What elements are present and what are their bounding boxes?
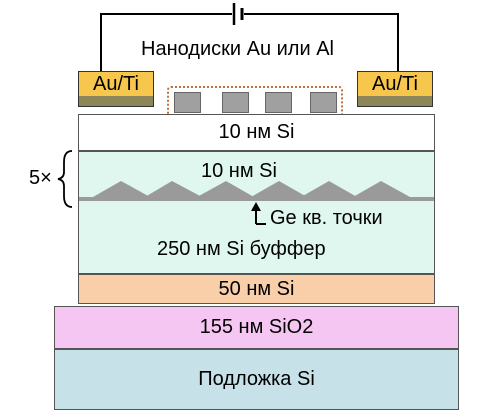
layer-si-top: 10 нм Si xyxy=(78,114,435,151)
ge-dot xyxy=(93,181,150,197)
layer-substrate: Подложка Si xyxy=(54,349,459,410)
layer-si-50-label: 50 нм Si xyxy=(218,277,295,300)
right-contact-ti xyxy=(358,96,432,106)
right-contact: Au/Ti xyxy=(357,71,433,107)
arrow-head xyxy=(251,202,261,211)
ge-wetting-layer xyxy=(79,197,434,201)
layer-si-top-label: 10 нм Si xyxy=(218,121,295,143)
ge-dot xyxy=(197,181,254,197)
layer-substrate-label: Подложка Si xyxy=(198,368,315,390)
layer-si-50: 50 нм Si xyxy=(78,274,435,304)
nanodisk xyxy=(310,92,337,113)
repeat-label: 5× xyxy=(29,167,52,189)
layer-si-buffer-label: 250 нм Si буффер xyxy=(157,238,326,260)
ge-dot xyxy=(301,181,357,197)
layer-sio2-label: 155 нм SiO2 xyxy=(199,316,314,338)
ge-dot xyxy=(145,181,202,197)
layer-si-mid-label: 10 нм Si xyxy=(201,160,277,182)
circuit-label: Нанодиски Au или Al xyxy=(141,38,334,60)
nanodisk xyxy=(222,92,249,113)
left-contact: Au/Ti xyxy=(78,71,154,107)
ge-dot xyxy=(353,181,410,197)
layer-sio2: 155 нм SiO2 xyxy=(54,306,459,349)
ge-dots-label: Ge кв. точки xyxy=(270,207,383,229)
ge-dot xyxy=(251,181,307,197)
nanodisk xyxy=(174,92,201,113)
right-contact-au: Au/Ti xyxy=(358,72,432,97)
left-contact-ti xyxy=(79,96,153,106)
nanodisk xyxy=(265,92,292,113)
